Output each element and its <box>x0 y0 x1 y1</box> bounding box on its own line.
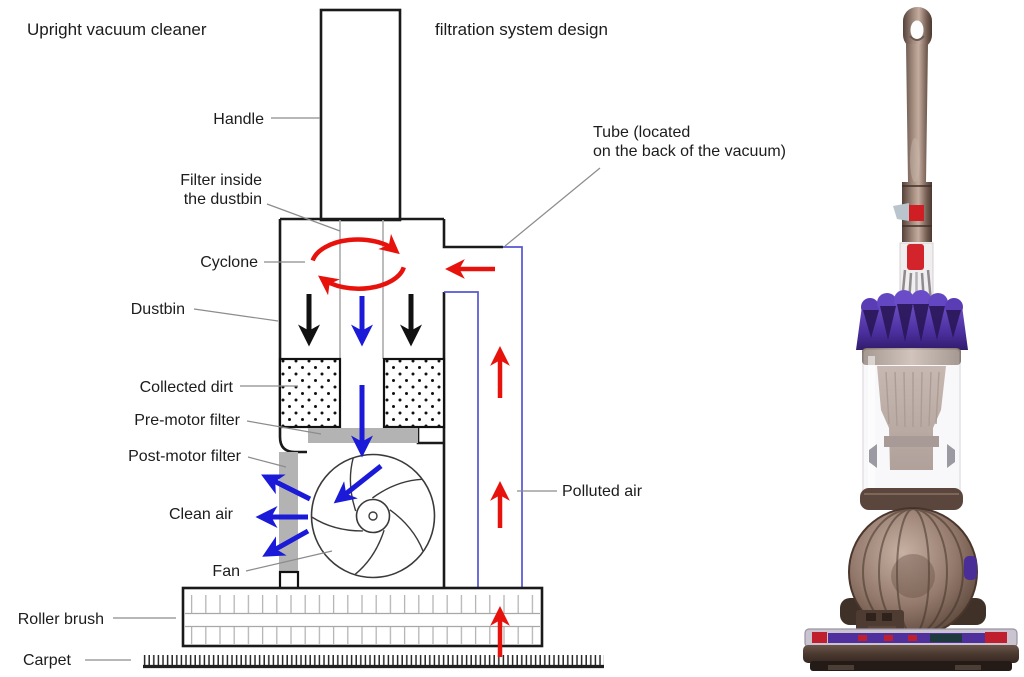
clean-air-arrow-upper <box>261 474 312 502</box>
page-title-left: Upright vacuum cleaner <box>27 20 207 39</box>
roller-brush-shape <box>181 586 544 648</box>
vacuum-photo <box>803 7 1019 671</box>
label-polluted-air: Polluted air <box>562 483 643 500</box>
label-cyclone: Cyclone <box>200 254 258 271</box>
handle-shape <box>319 8 402 222</box>
label-post-motor-filter: Post-motor filter <box>128 448 241 465</box>
photo-inner-duct <box>907 244 924 270</box>
airflow-arrows <box>255 259 510 657</box>
cyclone-arrows <box>310 233 406 296</box>
clean-air-arrow-lower <box>262 528 310 557</box>
label-clean-air: Clean air <box>168 506 233 523</box>
label-filter-inside-line2: the dustbin <box>183 191 262 208</box>
label-collected-dirt: Collected dirt <box>139 379 233 396</box>
label-fan: Fan <box>212 563 240 580</box>
label-filter-inside: Filter inside the dustbin <box>180 171 262 209</box>
photo-wand <box>902 44 932 242</box>
label-pre-motor-filter: Pre-motor filter <box>134 412 240 429</box>
air-into-fan-arrow <box>333 464 383 504</box>
photo-cyclone-crown <box>856 290 968 350</box>
housing-notch <box>278 570 300 591</box>
vacuum-schematic <box>85 8 604 669</box>
photo-clip-tab <box>893 203 909 221</box>
collected-dirt-left <box>278 357 342 429</box>
photo-handle-hole <box>910 20 924 40</box>
label-handle: Handle <box>213 111 264 128</box>
collected-dirt-right <box>382 357 446 429</box>
photo-dust-bin <box>860 348 963 510</box>
label-tube: Tube (located on the back of the vacuum) <box>593 123 786 161</box>
page-title-right: filtration system design <box>435 20 608 39</box>
label-tube-line2: on the back of the vacuum) <box>593 143 786 160</box>
label-roller-brush: Roller brush <box>17 611 104 628</box>
photo-ball-purple-accent <box>964 556 977 580</box>
post-motor-filter-shape <box>279 452 298 572</box>
tube-shape <box>444 246 523 589</box>
label-dustbin: Dustbin <box>130 301 185 318</box>
label-tube-line1: Tube (located <box>593 124 691 141</box>
photo-cleaner-head <box>803 628 1019 671</box>
carpet-shape <box>143 655 604 669</box>
label-filter-inside-line1: Filter inside <box>180 172 262 189</box>
label-carpet: Carpet <box>22 652 71 669</box>
leader-lines <box>85 117 601 661</box>
photo-red-clip <box>909 205 924 221</box>
